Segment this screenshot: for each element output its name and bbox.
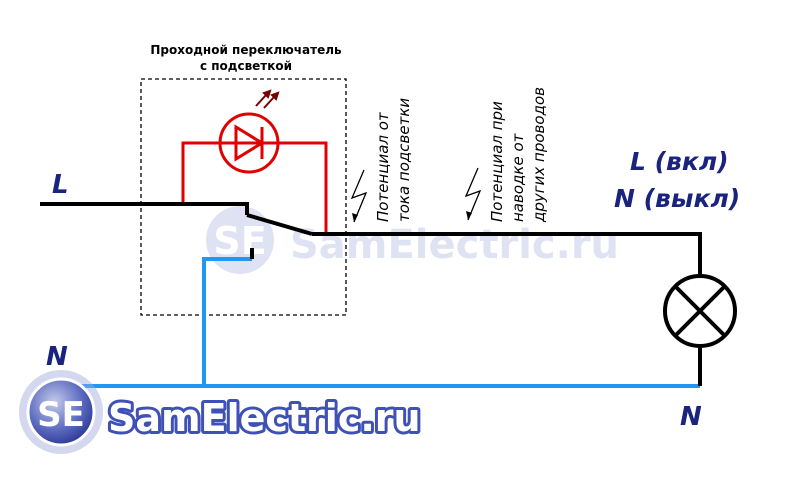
switch-enclosure [140, 78, 347, 316]
led-diode-icon [234, 124, 265, 162]
label-L-on: L (вкл) [630, 147, 729, 176]
watermark-center-badge: SE [213, 219, 266, 263]
watermark-logo: SE SamElectric.ru [19, 370, 424, 454]
watermark-badge-text: SE [37, 395, 85, 435]
backlight-wire-right [279, 141, 328, 234]
phase-input-line [40, 202, 249, 215]
annotation-backlight: Потенциал от тока подсветки [374, 98, 413, 222]
annotation-backlight-line1: Потенциал от [374, 111, 392, 222]
annotation-induced: Потенциал при наводке от других проводов [488, 87, 548, 223]
phase-wire [40, 202, 702, 386]
phase-output-line [312, 232, 702, 275]
label-N-bottom: N [680, 402, 702, 432]
switch-caption-line1: Проходной переключатель [150, 43, 342, 57]
watermark-center-text: SamElectric.ru [290, 222, 619, 268]
annotation-backlight-line2: тока подсветки [395, 98, 413, 222]
annotation-induced-line3: других проводов [530, 87, 548, 223]
switch-caption-line2: с подсветкой [200, 59, 292, 73]
led-light-arrows-icon [255, 89, 280, 109]
lightning-icon-backlight [350, 169, 368, 223]
lightning-arrowhead-induced [466, 211, 472, 220]
watermark-site-text: SamElectric.ru [108, 396, 421, 440]
label-L-left: L [52, 170, 69, 200]
neutral-wire [40, 257, 700, 388]
backlight-wire-left [181, 141, 220, 204]
annotation-induced-line1: Потенциал при [488, 101, 506, 222]
label-N-left: N [46, 342, 68, 372]
switch-blade [246, 213, 313, 236]
neutral-switch-branch [202, 257, 252, 386]
annotation-induced-line2: наводке от [509, 132, 527, 222]
label-N-off: N (выкл) [614, 184, 740, 213]
backlight-circuit [181, 112, 328, 234]
lamp-icon [663, 274, 737, 348]
lightning-icon-induced [464, 167, 482, 221]
lightning-arrowhead-backlight [352, 213, 358, 222]
